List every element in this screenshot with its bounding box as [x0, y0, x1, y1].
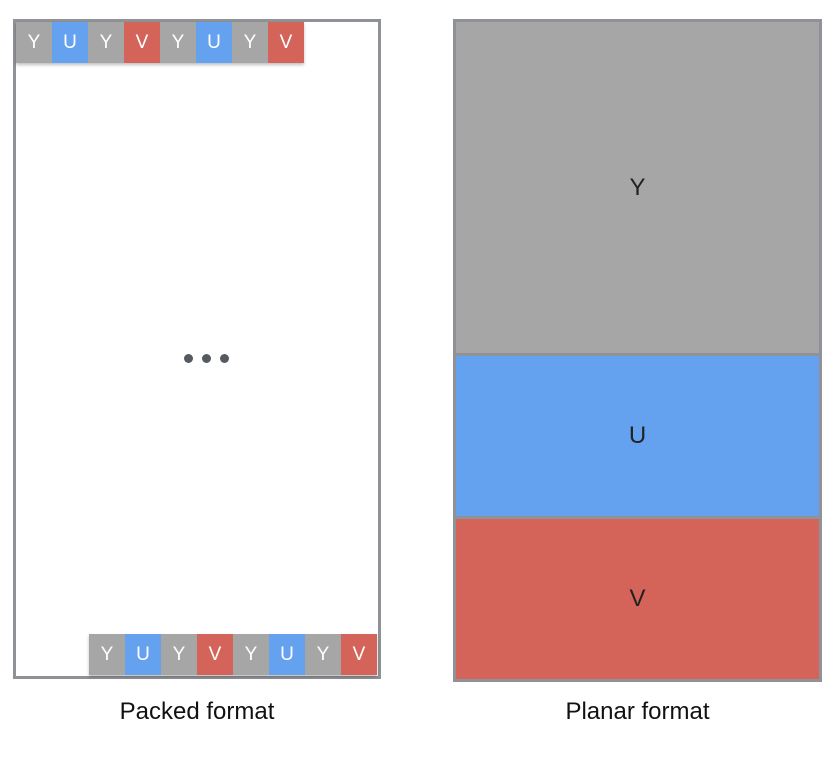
packed-cell-v: V [341, 634, 377, 675]
u-plane: U [456, 353, 819, 516]
packed-top-byte-strip: Y U Y V Y U Y V [16, 22, 304, 63]
planar-format-caption: Planar format [565, 698, 710, 725]
packed-cell-y: Y [305, 634, 341, 675]
packed-cell-y: Y [88, 22, 124, 63]
packed-cell-u: U [125, 634, 161, 675]
ellipsis-icon [184, 354, 229, 363]
packed-cell-y: Y [233, 634, 269, 675]
packed-format-panel [13, 19, 381, 679]
packed-cell-y: Y [16, 22, 52, 63]
packed-cell-v: V [124, 22, 160, 63]
packed-cell-y: Y [161, 634, 197, 675]
packed-format-caption: Packed format [119, 698, 275, 725]
packed-cell-u: U [196, 22, 232, 63]
packed-cell-u: U [269, 634, 305, 675]
ellipsis-dot [220, 354, 229, 363]
packed-cell-y: Y [160, 22, 196, 63]
v-plane: V [456, 516, 819, 679]
y-plane: Y [456, 22, 819, 353]
packed-cell-u: U [52, 22, 88, 63]
ellipsis-dot [184, 354, 193, 363]
packed-cell-v: V [197, 634, 233, 675]
packed-cell-v: V [268, 22, 304, 63]
packed-cell-y: Y [89, 634, 125, 675]
packed-cell-y: Y [232, 22, 268, 63]
planar-format-panel: Y U V [453, 19, 822, 682]
ellipsis-dot [202, 354, 211, 363]
packed-bottom-byte-strip: Y U Y V Y U Y V [89, 634, 377, 675]
